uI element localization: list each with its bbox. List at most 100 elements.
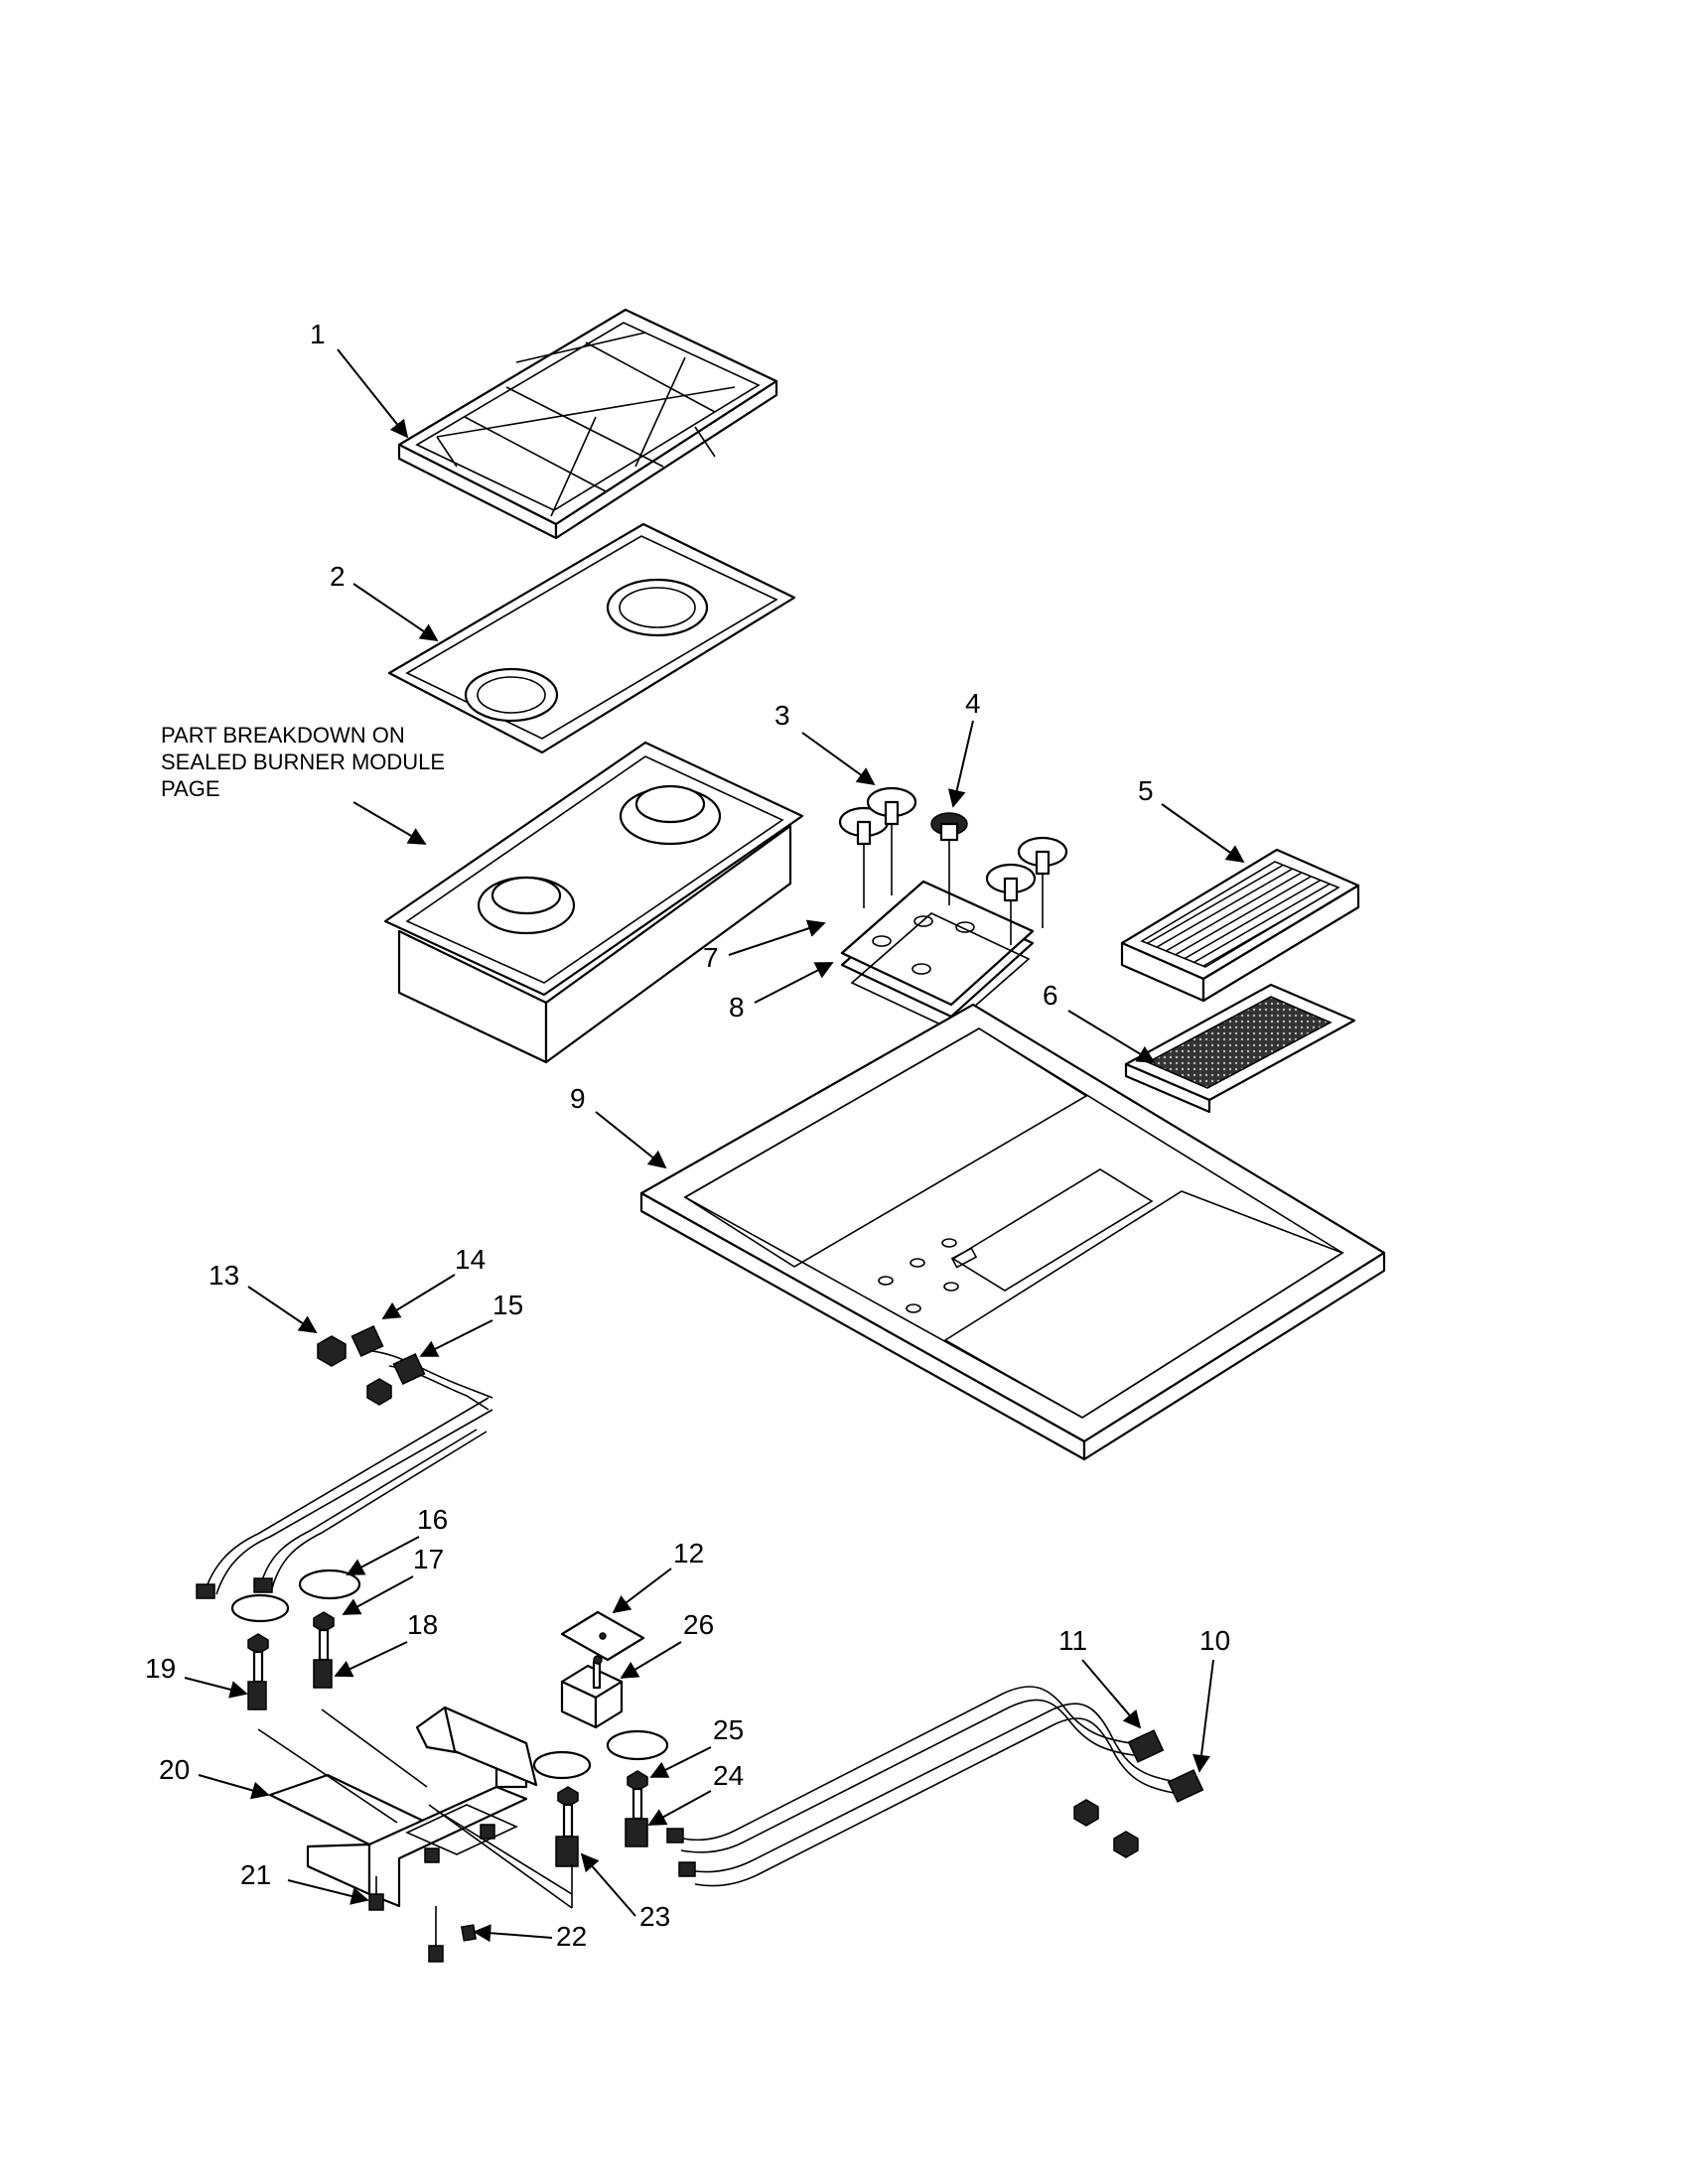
part-valves: [247, 1611, 648, 1867]
sealed-burner-note: PART BREAKDOWN ON SEALED BURNER MODULE P…: [161, 723, 445, 801]
callout-6: 6: [1043, 980, 1156, 1063]
callouts: 1 2 3 4 5 6 7 8: [145, 319, 1245, 1952]
screw-icon: [428, 1906, 444, 1963]
svg-text:9: 9: [570, 1083, 586, 1114]
svg-text:23: 23: [639, 1901, 670, 1932]
callout-25: 25: [649, 1714, 744, 1778]
svg-text:22: 22: [556, 1921, 587, 1952]
svg-text:18: 18: [407, 1609, 438, 1640]
screw-icon: [368, 1876, 384, 1911]
svg-text:2: 2: [330, 561, 346, 592]
callout-1: 1: [310, 319, 409, 439]
part-indicator-cap: [930, 812, 968, 905]
callout-note-arrow: [352, 801, 427, 845]
part-filter: [1124, 983, 1356, 1114]
svg-text:8: 8: [729, 992, 745, 1023]
part-switch-plate: [560, 1610, 645, 1662]
callout-20: 20: [159, 1754, 270, 1800]
callout-3: 3: [774, 700, 876, 786]
part-control-knobs: [838, 786, 1068, 945]
screw-icon: [424, 1847, 440, 1863]
fitting-icon: [666, 1828, 684, 1843]
callout-17: 17: [342, 1544, 444, 1615]
svg-text:25: 25: [713, 1714, 744, 1745]
part-mounting-bracket: [257, 1706, 573, 1909]
fitting-icon: [253, 1577, 273, 1593]
part-right-manifold-tubes: [674, 1686, 1175, 1887]
callout-24: 24: [647, 1760, 744, 1826]
nut-icon: [1073, 1799, 1099, 1827]
fitting-icon: [351, 1324, 384, 1358]
svg-text:6: 6: [1043, 980, 1058, 1011]
callout-11: 11: [1058, 1625, 1142, 1729]
svg-text:5: 5: [1138, 775, 1154, 806]
callout-19: 19: [145, 1653, 248, 1699]
svg-text:20: 20: [159, 1754, 190, 1785]
callout-7: 7: [703, 919, 826, 973]
part-burner-pan: [387, 522, 796, 754]
valve-icon: [247, 1633, 269, 1710]
fitting-icon: [678, 1861, 696, 1877]
fitting-icon: [1127, 1729, 1165, 1763]
part-cooktop-frame: [639, 1003, 1386, 1461]
callout-9: 9: [570, 1083, 667, 1169]
callout-2: 2: [330, 561, 439, 642]
note-line-2: SEALED BURNER MODULE: [161, 750, 445, 774]
valve-icon: [625, 1770, 648, 1847]
svg-text:4: 4: [965, 688, 981, 719]
callout-21: 21: [240, 1859, 369, 1905]
callout-14: 14: [381, 1244, 486, 1319]
part-burner-discs: [230, 1569, 669, 1780]
callout-22: 22: [473, 1921, 587, 1952]
part-grate: [397, 308, 778, 540]
svg-text:24: 24: [713, 1760, 744, 1791]
svg-text:10: 10: [1199, 1625, 1230, 1656]
svg-text:7: 7: [703, 942, 719, 973]
callout-12: 12: [612, 1538, 704, 1614]
note-line-3: PAGE: [161, 776, 220, 801]
callout-16: 16: [346, 1504, 448, 1575]
part-left-manifold-tubes: [204, 1349, 493, 1595]
elbow-fitting-icon: [461, 1924, 477, 1942]
note-line-1: PART BREAKDOWN ON: [161, 723, 405, 748]
svg-text:26: 26: [683, 1609, 714, 1640]
callout-18: 18: [334, 1609, 438, 1678]
callout-15: 15: [419, 1290, 523, 1357]
svg-text:1: 1: [310, 319, 326, 349]
svg-text:16: 16: [417, 1504, 448, 1535]
valve-icon: [313, 1611, 335, 1689]
part-ignition-switch: [560, 1655, 624, 1729]
nut-icon: [317, 1335, 347, 1367]
svg-text:3: 3: [774, 700, 790, 731]
svg-text:13: 13: [209, 1260, 239, 1291]
callout-10: 10: [1193, 1625, 1230, 1773]
part-gasket: [850, 912, 1031, 1029]
svg-text:11: 11: [1058, 1625, 1087, 1656]
callout-5: 5: [1138, 775, 1245, 864]
fitting-icon: [392, 1352, 426, 1386]
valve-icon: [555, 1786, 579, 1867]
svg-text:12: 12: [673, 1538, 704, 1569]
part-vent-grille: [1120, 848, 1360, 1003]
svg-text:15: 15: [492, 1290, 523, 1320]
part-sealed-burner-module: [383, 741, 804, 1064]
knob-icon: [1017, 836, 1068, 876]
svg-text:21: 21: [240, 1859, 271, 1890]
fitting-icon: [1167, 1769, 1204, 1803]
fitting-icon: [196, 1583, 215, 1599]
callout-23: 23: [580, 1852, 670, 1932]
svg-text:14: 14: [455, 1244, 486, 1275]
knob-icon: [838, 806, 890, 846]
svg-text:17: 17: [413, 1544, 444, 1574]
callout-26: 26: [620, 1609, 714, 1679]
callout-13: 13: [209, 1260, 318, 1334]
screw-icon: [480, 1824, 495, 1840]
knob-icon: [985, 863, 1037, 902]
svg-text:19: 19: [145, 1653, 176, 1684]
callout-4: 4: [947, 688, 981, 808]
callout-8: 8: [729, 962, 834, 1023]
nut-icon: [1113, 1831, 1139, 1858]
nut-icon: [366, 1378, 392, 1406]
part-control-panel: [840, 880, 1035, 1019]
